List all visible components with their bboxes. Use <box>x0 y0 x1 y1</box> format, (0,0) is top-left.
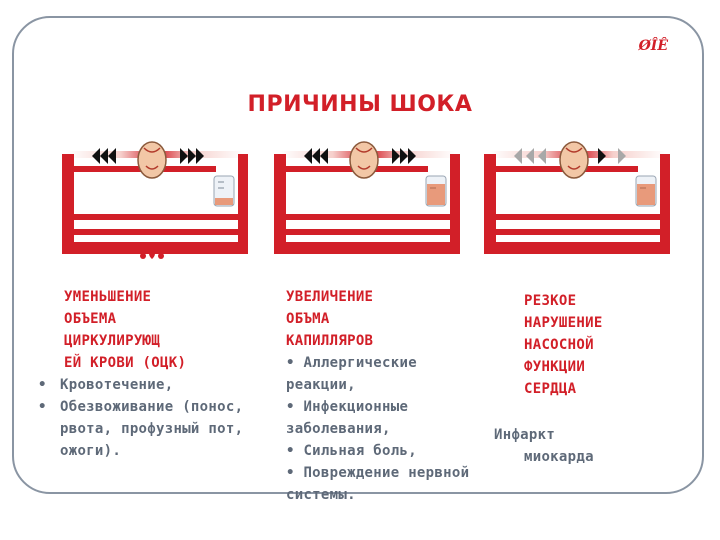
heading-line: УВЕЛИЧЕНИЕ <box>286 289 374 305</box>
heading-line: НАРУШЕНИЕ <box>524 315 603 331</box>
list-item: • Аллергические реакции, <box>286 355 417 393</box>
arrow-left-icon <box>514 148 546 164</box>
heading-line: РЕЗКОЕ <box>524 293 577 309</box>
heading-line: ОБЪМА <box>286 311 330 327</box>
heading-line: ФУНКЦИИ <box>524 359 586 375</box>
arrow-right-icon <box>392 148 416 164</box>
cause-list: • Кровотечение, • Обезвоживание (понос, рв… <box>38 374 258 462</box>
list-item: • Повреждение нервной системы. <box>286 465 470 503</box>
list-item-text: Кровотечение, <box>60 377 174 393</box>
cause-heading: УВЕЛИЧЕНИЕ ОБЪМА КАПИЛЛЯРОВ <box>286 286 476 352</box>
heading-line: СЕРДЦА <box>524 381 577 397</box>
list-item: миокарда <box>524 449 594 465</box>
page-title: ПРИЧИНЫ ШОКА <box>247 92 473 117</box>
list-item: • Обезвоживание (понос, рвота, профузный … <box>38 396 258 462</box>
bullet: • <box>38 377 47 393</box>
shock-diagram-hypovolemic <box>48 126 248 266</box>
cause-column-capillary: УВЕЛИЧЕНИЕ ОБЪМА КАПИЛЛЯРОВ • Аллергичес… <box>286 286 476 506</box>
heading-line: ОБЪЕМА <box>64 311 117 327</box>
arrow-left-icon <box>304 148 328 164</box>
list-item: • Инфекционные заболевания, <box>286 399 409 437</box>
cause-column-hypovolemia: УМЕНЬШЕНИЕ ОБЪЕМА ЦИРКУЛИРУЮЩ ЕЙ КРОВИ (… <box>38 286 258 462</box>
blood-drop-icon <box>140 246 164 259</box>
list-item-text: Обезвоживание (понос, рвота, профузный п… <box>60 399 244 459</box>
list-item: • Кровотечение, <box>38 374 258 396</box>
heading-line: УМЕНЬШЕНИЕ <box>64 289 152 305</box>
arrow-left-icon <box>92 148 116 164</box>
beaker-icon <box>425 175 447 207</box>
arrow-right-icon <box>180 148 204 164</box>
cause-heading: РЕЗКОЕ НАРУШЕНИЕ НАСОСНОЙ ФУНКЦИИ СЕРДЦА <box>494 290 694 400</box>
beaker-icon <box>635 175 657 207</box>
heading-line: КАПИЛЛЯРОВ <box>286 333 374 349</box>
arrow-right-icon <box>598 148 626 164</box>
heading-line: ЦИРКУЛИРУЮЩ <box>64 333 161 349</box>
beaker-icon <box>213 175 235 207</box>
bullet: • <box>38 399 47 415</box>
cause-list: • Аллергические реакции, • Инфекционные … <box>286 352 476 506</box>
shock-diagram-cardiogenic <box>470 126 670 266</box>
heart-icon <box>349 141 379 179</box>
logo: ØÎÊ <box>638 38 668 54</box>
slide-frame <box>12 16 704 494</box>
cause-column-cardiac: РЕЗКОЕ НАРУШЕНИЕ НАСОСНОЙ ФУНКЦИИ СЕРДЦА… <box>494 290 694 468</box>
heading-line: НАСОСНОЙ <box>524 337 594 353</box>
heart-icon <box>137 141 167 179</box>
list-item: • Сильная боль, <box>286 443 417 459</box>
heart-icon <box>559 141 589 179</box>
heading-line: ЕЙ КРОВИ (ОЦК) <box>64 355 187 371</box>
shock-diagram-distributive <box>260 126 460 266</box>
list-item: Инфаркт <box>494 427 556 443</box>
cause-heading: УМЕНЬШЕНИЕ ОБЪЕМА ЦИРКУЛИРУЮЩ ЕЙ КРОВИ (… <box>38 286 258 374</box>
cause-list: Инфаркт миокарда <box>494 424 694 468</box>
